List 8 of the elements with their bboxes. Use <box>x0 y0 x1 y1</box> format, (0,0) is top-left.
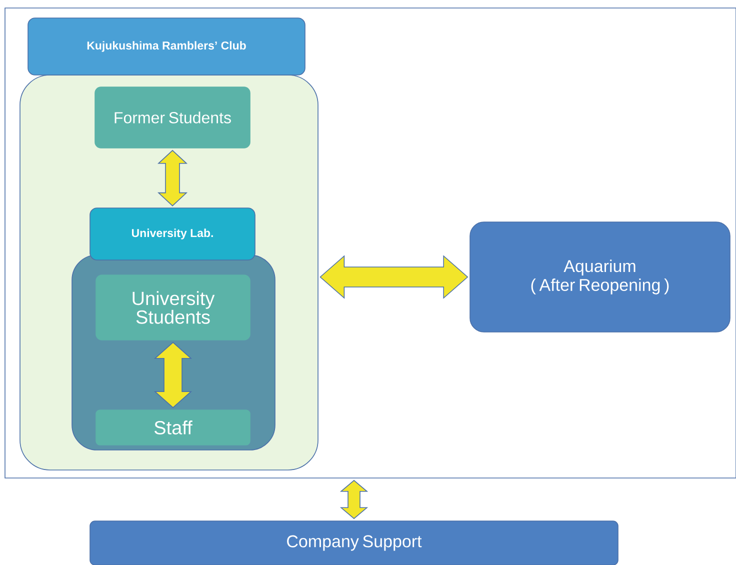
double-arrow <box>320 255 468 299</box>
process-box: Former Students <box>94 86 250 148</box>
process-box: Staff <box>96 410 250 446</box>
process-box: University Students <box>96 274 250 340</box>
process-box: Aquarium ( After Reopening ) <box>470 222 730 332</box>
process-box: Company Support <box>90 520 618 565</box>
node-label: University Lab. <box>132 228 213 240</box>
node-label: Kujukushima Ramblers’ Club <box>87 41 246 52</box>
